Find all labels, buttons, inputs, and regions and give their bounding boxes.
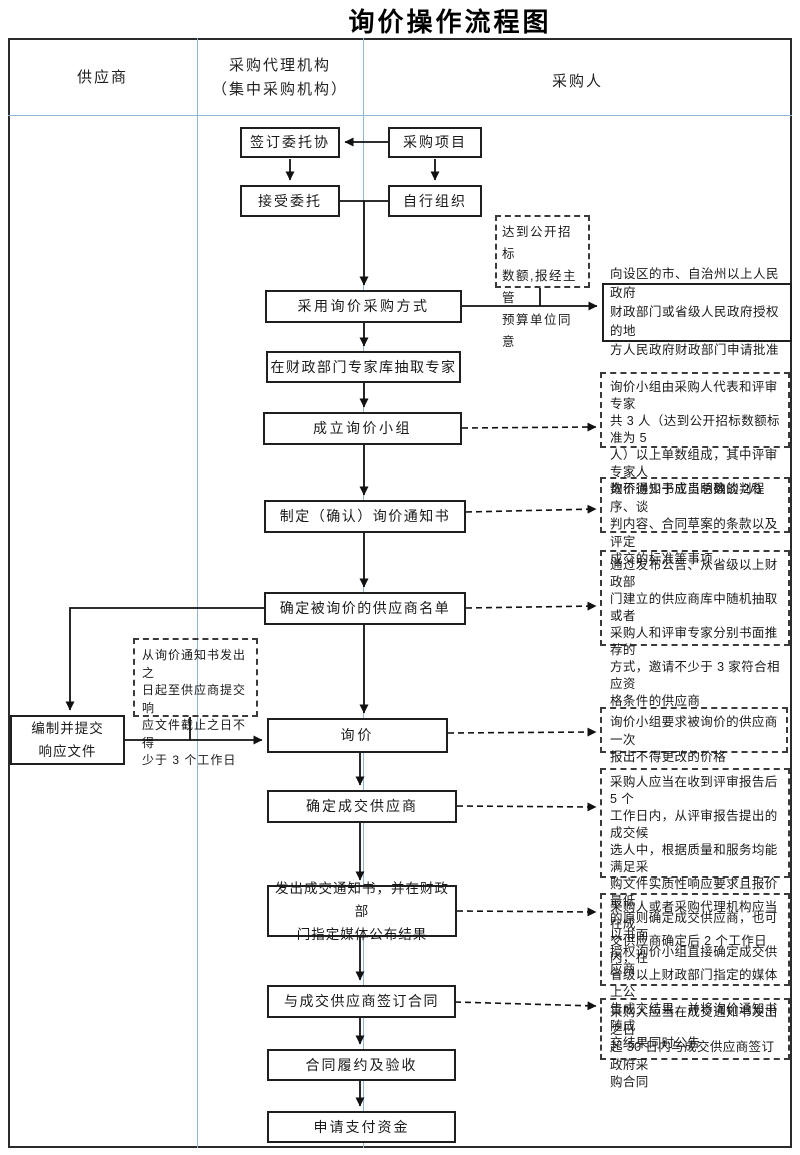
column-header-supplier: 供应商	[76, 69, 128, 86]
annot-contract-deadline: 采购人应当在成交通知书发出之日 起 30 日内与成交供应商签订政府采 购合同	[600, 998, 790, 1089]
node-sign-contract: 与成交供应商签订合同	[267, 985, 456, 1018]
node-accept-commission: 接受委托	[240, 185, 340, 217]
header-separator	[8, 115, 792, 116]
node-self-organize: 自行组织	[388, 185, 482, 217]
node-inquiry: 询价	[267, 718, 448, 753]
node-apply-approval: 向设区的市、自治州以上人民政府 财政部门或省级人民政府授权的地 方人民政府财政部…	[602, 267, 792, 357]
node-adopt-inquiry-method: 采用询价采购方式	[265, 290, 462, 323]
node-determine-supplier-list: 确定被询价的供应商名单	[264, 592, 466, 625]
node-sign-agreement: 签订委托协	[240, 127, 340, 158]
node-determine-winner: 确定成交供应商	[267, 790, 457, 823]
node-procurement-project: 采购项目	[388, 127, 482, 158]
column-header-purchaser: 采购人	[551, 73, 603, 90]
node-contract-performance: 合同履约及验收	[267, 1049, 456, 1081]
annot-response-deadline: 从询价通知书发出之 日起至供应商提交响 应文件截止之日不得 少于 3 个工作日	[133, 638, 258, 767]
annot-team-composition: 询价小组由采购人代表和评审专家 共 3 人（达到公开招标数额标准为 5 人）以上…	[600, 372, 790, 496]
column-header-agency: 采购代理机构 （集中采购机构）	[211, 57, 348, 98]
outer-frame	[8, 38, 792, 1148]
page-title: 询价操作流程图	[348, 7, 552, 37]
annot-one-time-quote: 询价小组要求被询价的供应商一次 报出不得更改的价格	[600, 707, 788, 764]
node-apply-payment: 申请支付资金	[267, 1111, 456, 1143]
annot-winner-determination: 采购人应当在收到评审报告后 5 个 工作日内，从评审报告提出的成交候 选人中，根…	[600, 768, 790, 976]
node-prepare-response: 编制并提交 响应文件	[10, 715, 125, 765]
node-make-inquiry-notice: 制定（确认）询价通知书	[264, 500, 466, 533]
annot-result-announcement: 采购人或者采购代理机构应当在成 交供应商确定后 2 个工作日内，在 省级以上财政…	[600, 893, 790, 1050]
column-divider-supplier-agency	[197, 38, 198, 1148]
annot-supplier-invitation: 通过发布公告、从省级以上财政部 门建立的供应商库中随机抽取或者 采购人和评审专家…	[600, 550, 790, 708]
node-form-inquiry-team: 成立询价小组	[263, 412, 462, 445]
annot-open-tender-threshold: 达到公开招标 数额,报经主管 预算单位同意	[495, 215, 590, 349]
node-extract-experts: 在财政部门专家库抽取专家	[266, 351, 461, 383]
annot-notice-content: 询价通知书应当明确谈判程序、谈 判内容、合同草案的条款以及评定 成交的标准等事项	[600, 477, 790, 566]
node-issue-notice: 发出成交通知书，并在财政部 门指定媒体公布结果	[267, 881, 457, 942]
